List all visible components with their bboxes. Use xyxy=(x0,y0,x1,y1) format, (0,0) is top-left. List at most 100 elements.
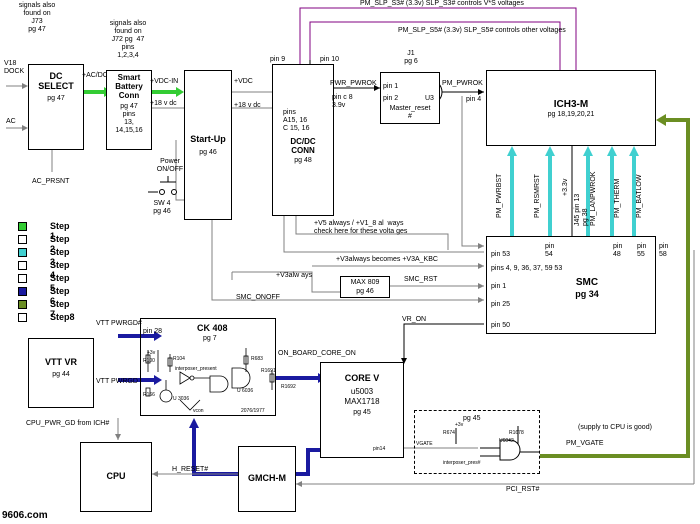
dcdc-conn-block: pins A15, 16 C 15, 16 DC/DC CONN pg 48 xyxy=(272,64,334,216)
v3-always-label: +V3alw ays xyxy=(276,272,312,279)
smart-battery-block: Smart Battery Conn pg 47 pins 13, 14,15,… xyxy=(106,70,152,150)
vr-on-label: VR_ON xyxy=(402,316,427,323)
v5-always-note: +V5 always / +V1_8 al ways check here fo… xyxy=(314,220,408,235)
sw4-label: SW 4 pg 46 xyxy=(153,200,171,215)
watermark: 9606.com xyxy=(2,510,48,521)
smc-block: pin 53 pin 54 pin 48 pin 55 pin 58 pins … xyxy=(486,236,668,334)
u6036-label: U 6036 xyxy=(237,388,254,394)
smc-onoff-label: SMC_ONOFF xyxy=(236,294,280,301)
smc-pin58: pin 58 xyxy=(659,243,669,258)
smc-rst-label: SMC_RST xyxy=(404,276,438,283)
v18-label-1: +18 v dc xyxy=(150,100,177,107)
legend-swatch xyxy=(18,235,27,244)
on-board-core-on-label: ON_BOARD_CORE_ON xyxy=(278,350,356,357)
j1-pin2: pin 2 xyxy=(383,95,399,102)
dc-select-page: pg 47 xyxy=(47,95,65,102)
pm-rsmrst-label: PM_RSMRST xyxy=(534,174,541,218)
smc-pin25: pin 25 xyxy=(491,301,511,308)
ck408-block: CK 408 pg 7 pin 28 R100 R104 R683 R1691 … xyxy=(140,318,296,416)
vtt-vr-block: VTT VR pg 44 xyxy=(28,338,94,408)
v18-label-2: +18 v dc xyxy=(234,102,261,109)
interposer-pres-label: interposer_pres# xyxy=(443,460,481,466)
cpu-title: CPU xyxy=(106,471,126,481)
ac-prsnt-label: AC_PRSNT xyxy=(32,178,70,185)
supply-good-note: (supply to CPU is good) xyxy=(578,424,652,431)
pin4-label: pin 4 xyxy=(466,96,482,103)
ck408-pin28: pin 28 xyxy=(143,328,163,335)
vgate-circuit-page: pg 45 xyxy=(463,415,481,422)
vgate-plus3: +3v xyxy=(455,422,464,428)
pci-rst-label: PCI_RST# xyxy=(506,486,540,493)
r100-label: R100 xyxy=(143,358,155,364)
j45-pin-label: J45 pin 13 pg 38 xyxy=(574,193,589,226)
pm-vgate-label: PM_VGATE xyxy=(566,440,604,447)
smc-page: pg 34 xyxy=(575,289,599,299)
smc-pin55: pin 55 xyxy=(637,243,647,258)
h-reset-label: H_RESET# xyxy=(172,466,209,473)
legend-swatch xyxy=(18,300,27,309)
dc-select-block: DC SELECT pg 47 xyxy=(28,64,84,150)
cpu-pwr-gd-label: CPU_PWR_GD from ICH# xyxy=(26,420,110,427)
max809-block: MAX 809 pg 46 xyxy=(340,276,390,298)
vdc-label: +VDC xyxy=(234,78,253,85)
pwr-pwrok-label: PWR_PWROK xyxy=(330,80,377,87)
smc-title: SMC xyxy=(575,277,599,288)
legend-swatch xyxy=(18,313,27,322)
dcdc-page: pg 48 xyxy=(294,157,312,164)
r1691-label: R1691 xyxy=(261,368,276,374)
vcon-label: vcon xyxy=(193,408,204,414)
pm-lanpwrok-label: PM_LANPWROK xyxy=(590,171,597,226)
r683-label: R683 xyxy=(251,356,263,362)
smart-battery-title: Smart Battery Conn xyxy=(115,73,143,100)
smc-pin48: pin 48 xyxy=(613,243,623,258)
master-reset-label: Master_reset # xyxy=(389,105,431,120)
ck408-part-label: 2076/1977 xyxy=(241,408,265,414)
start-up-page: pg 46 xyxy=(199,149,217,156)
legend-swatch xyxy=(18,261,27,270)
u3036-label: U 3036 xyxy=(173,396,190,402)
vtt-pwrgd-top-label: VTT PWRGD# xyxy=(96,320,142,327)
ich3-page: pg 18,19,20,21 xyxy=(547,111,595,118)
dc-select-title: DC SELECT xyxy=(38,71,74,91)
smc-pin53: pin 53 xyxy=(491,251,511,258)
power-onoff-label: Power ON/OFF xyxy=(156,158,184,173)
pm-pwrok-label: PM_PWROK xyxy=(442,80,483,87)
core-v-page: pg 45 xyxy=(353,409,371,416)
ich3-m-block: ICH3-M pg 18,19,20,21 xyxy=(486,70,656,146)
max809-page: pg 46 xyxy=(356,288,374,295)
plus33v-label: +3.3v xyxy=(562,178,569,196)
j1-pin1: pin 1 xyxy=(383,83,399,90)
gmch-title: GMCH-M xyxy=(248,473,286,483)
pm-therm-label: PM_THERM xyxy=(614,178,621,218)
ac-label: AC xyxy=(6,118,16,125)
core-v-part1: u5003 xyxy=(350,387,374,396)
legend-swatch xyxy=(18,287,27,296)
dcdc-pins: pins A15, 16 C 15, 16 xyxy=(283,109,310,132)
core-v-part2: MAX1718 xyxy=(344,397,380,406)
master-reset-block: pin 1 pin 2 U3 Master_reset # xyxy=(380,72,440,124)
vtt-pwrgd-label: VTT PWRGD xyxy=(96,378,138,385)
core-v-block: CORE V u5003 MAX1718 pg 45 pin14 xyxy=(320,362,404,458)
legend-swatch xyxy=(18,274,27,283)
u3-label: U3 xyxy=(425,95,434,102)
r104-label: R104 xyxy=(173,356,185,362)
slp-s5-label: PM_SLP_S5# (3.3v) SLP_S5# controls other… xyxy=(398,27,566,34)
gmch-m-block: GMCH-M xyxy=(238,446,296,512)
dcdc-title: DC/DC CONN xyxy=(290,137,316,155)
interposer-present-label: interposer_present xyxy=(175,366,217,372)
vgate-label: VGATE xyxy=(416,441,433,447)
signals-j72-note: signals also found on J72 pg 47 pins 1,2… xyxy=(109,20,147,59)
start-up-block: Start-Up pg 46 xyxy=(184,70,232,220)
cpu-block: CPU xyxy=(80,442,152,512)
ich3-title: ICH3-M xyxy=(553,99,589,110)
core-v-pin: pin14 xyxy=(373,446,386,452)
pm-batlow-label: PM_BATLOW xyxy=(636,174,643,218)
pm-pwrbst-label: PM_PWRBST xyxy=(496,173,503,218)
smart-battery-page: pg 47 pins 13, 14,15,16 xyxy=(115,103,143,134)
pin10-label: pin 10 xyxy=(320,56,340,63)
u6042-label: U6042 xyxy=(499,438,514,444)
legend-swatch xyxy=(18,248,27,257)
v18-dock-label: V18 DOCK xyxy=(4,60,25,75)
slp-s3-label: PM_SLP_S3# (3.3v) SLP_S3# controls V*S v… xyxy=(360,0,524,7)
r1692-label: R1692 xyxy=(281,384,296,390)
